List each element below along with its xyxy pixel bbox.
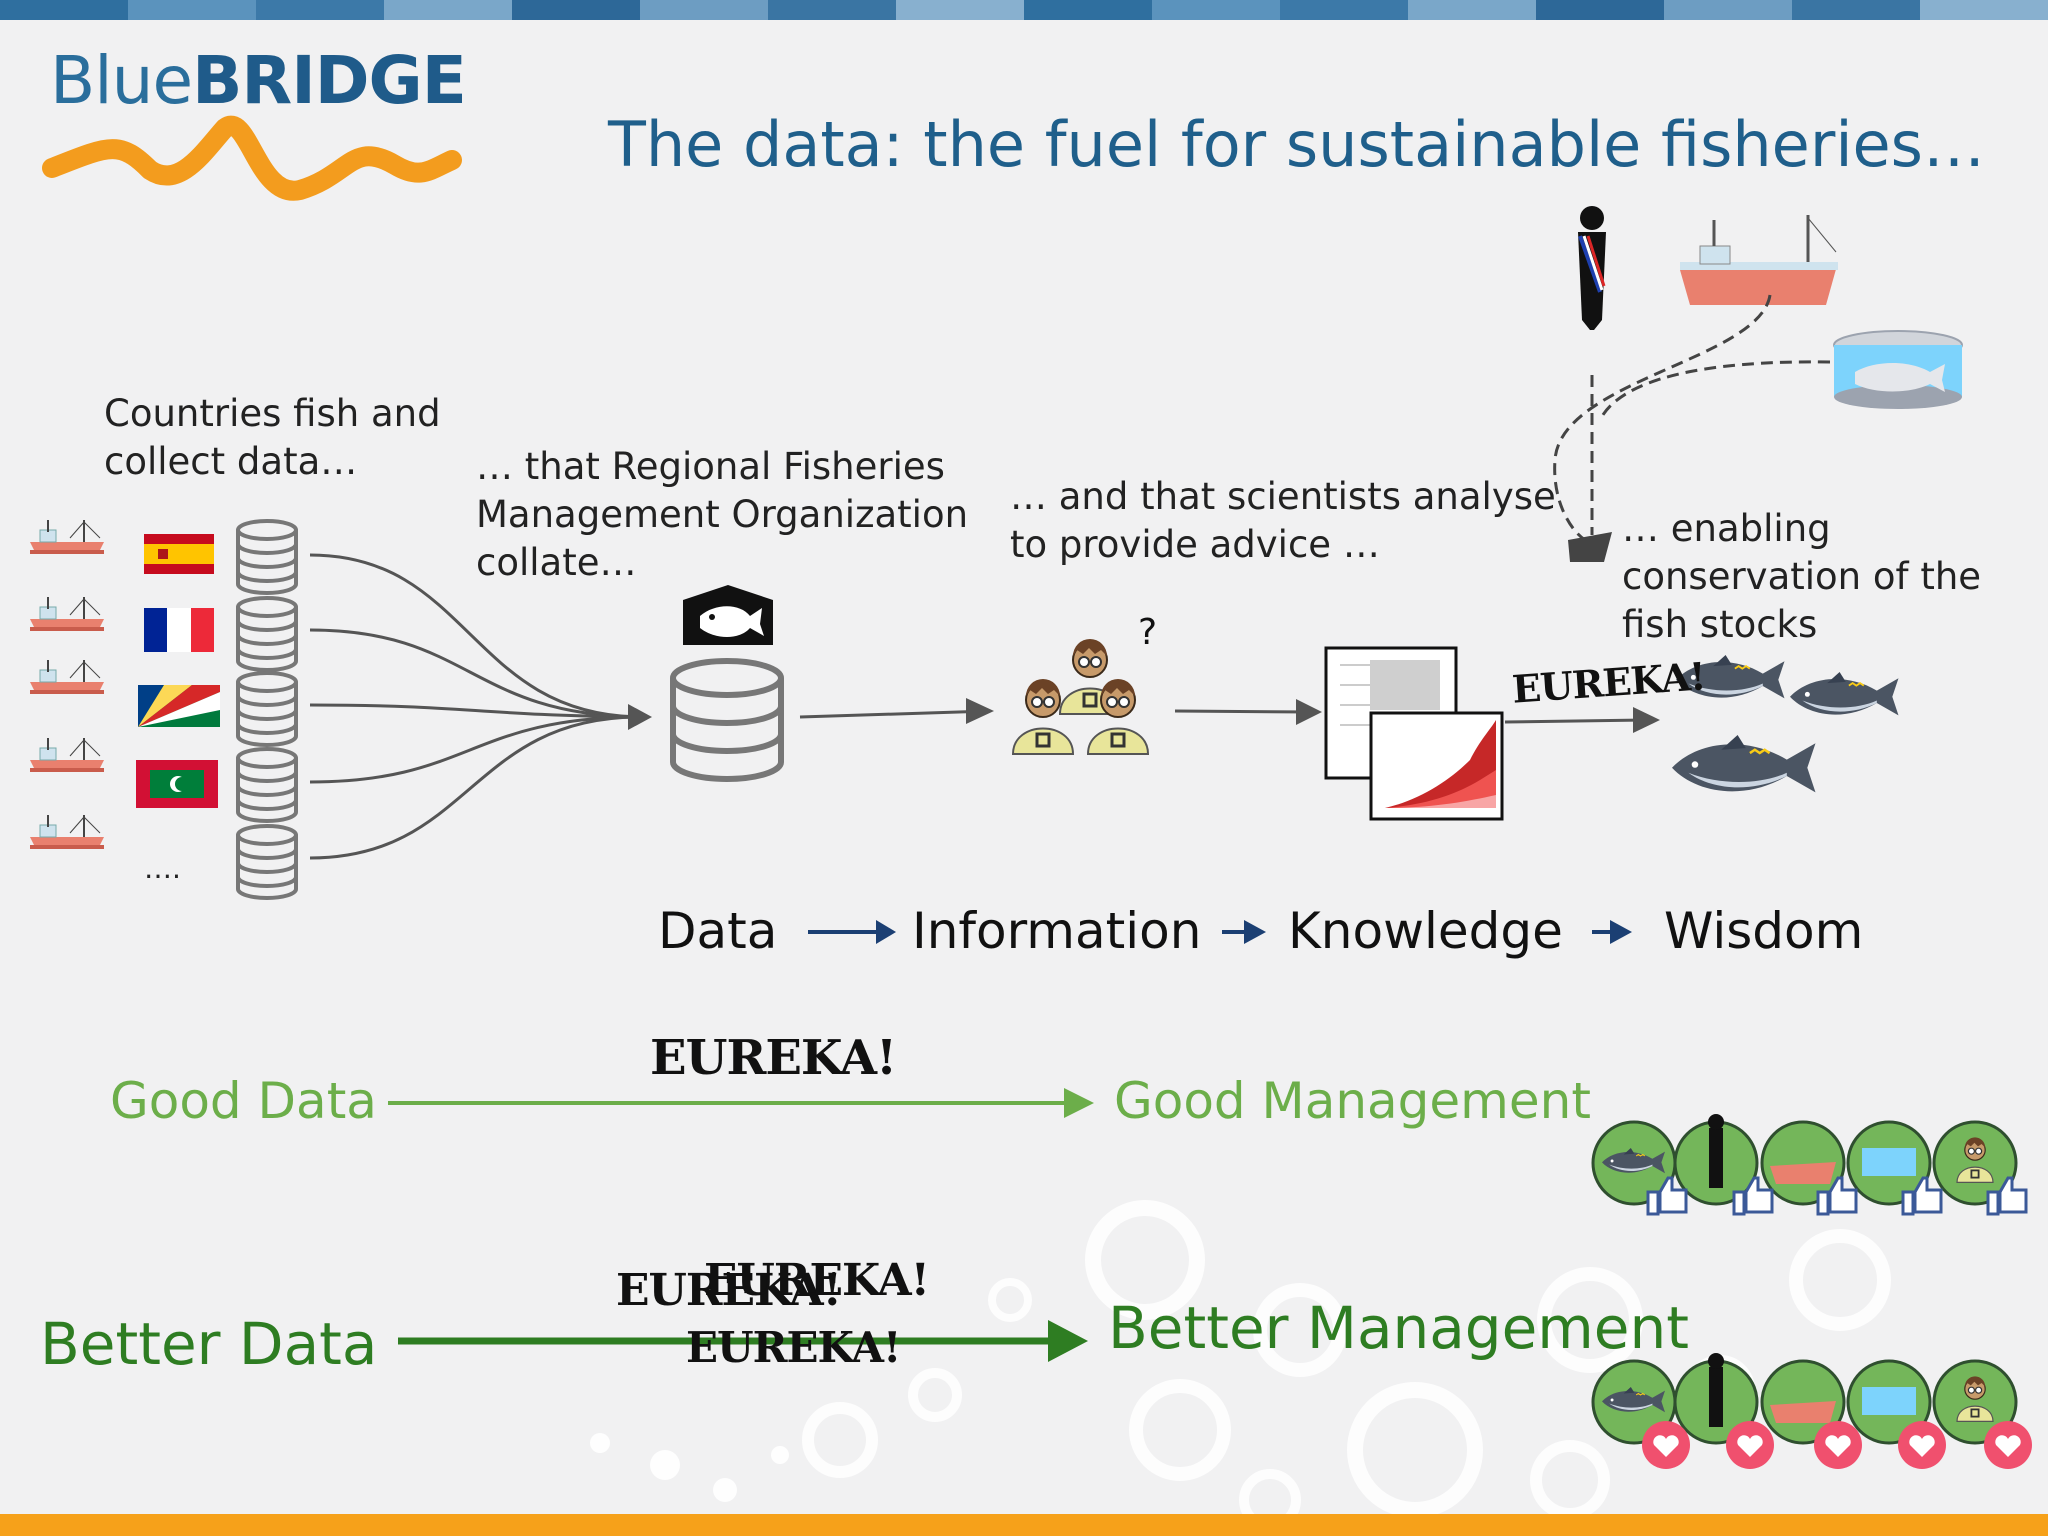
top-bar <box>0 0 2048 20</box>
collate-arrowhead <box>628 704 652 730</box>
country-databases <box>236 519 298 900</box>
dashed-arrowhead <box>1568 532 1612 562</box>
dashed-links <box>1553 294 1831 542</box>
arrow-to-charts <box>1174 709 1311 714</box>
better-data-label: Better Data <box>40 1310 378 1378</box>
logo-wave <box>42 115 462 201</box>
chart-icon <box>1324 646 1504 821</box>
rfmo-database-icon <box>670 658 784 782</box>
question-mark: ? <box>1138 612 1158 653</box>
thumbs-up-icon <box>1646 1176 2028 1216</box>
tuna-icon <box>1670 654 1900 794</box>
dikw-arrow-3 <box>1610 920 1632 944</box>
caption-countries: Countries fish and collect data… <box>104 392 441 483</box>
maldives-flag-icon <box>136 760 218 808</box>
bluebridge-logo: BlueBRIDGE <box>50 42 467 119</box>
tuna-can-icon <box>1833 330 1963 409</box>
dikw-knowledge: Knowledge <box>1288 902 1563 960</box>
arrow-to-fish <box>1504 718 1646 724</box>
fish-house-icon <box>683 585 773 645</box>
france-flag-icon <box>144 608 214 652</box>
eureka-stamp-better-3: EUREKA! <box>686 1323 901 1372</box>
more-countries-ellipsis: …. <box>144 852 181 885</box>
heart-icon <box>1642 1421 2032 1469</box>
better-reactions <box>1591 1353 2032 1469</box>
arrow-to-scientists <box>799 709 991 719</box>
official-icon <box>1578 206 1606 330</box>
caption-rfmo: … that Regional Fisheries Management Org… <box>476 445 969 584</box>
eureka-stamp-good: EUREKA! <box>650 1030 897 1086</box>
better-arrowhead <box>1048 1320 1088 1362</box>
logo-part-2: BRIDGE <box>192 42 467 119</box>
page-title: The data: the fuel for sustainable fishe… <box>608 108 1985 181</box>
boats-column <box>29 519 105 850</box>
seychelles-flag-icon <box>138 685 220 727</box>
spain-flag-icon <box>144 534 214 574</box>
bottom-bar <box>0 1514 2048 1536</box>
eureka-stamp-better-1: EUREKA! <box>616 1265 842 1316</box>
dikw-arrow-2 <box>1244 920 1266 944</box>
logo-part-1: Blue <box>50 42 193 119</box>
good-reactions <box>1591 1114 2028 1216</box>
caption-conservation: … enabling conservation of the fish stoc… <box>1622 507 1982 646</box>
dikw-arrow-1 <box>876 920 896 944</box>
caption-scientists: … and that scientists analyse to provide… <box>1010 475 1556 566</box>
good-arrowhead <box>1064 1088 1094 1118</box>
dikw-wisdom: Wisdom <box>1664 902 1864 960</box>
good-management-label: Good Management <box>1114 1072 1591 1130</box>
better-management-label: Better Management <box>1108 1294 1689 1362</box>
fishing-vessel-icon <box>1680 215 1838 305</box>
collate-curves <box>309 553 641 860</box>
dikw-data: Data <box>658 902 778 960</box>
good-data-label: Good Data <box>110 1072 377 1130</box>
dikw-information: Information <box>912 902 1202 960</box>
eureka-stamp-better-2: EUREKA! <box>704 1255 930 1306</box>
scientists-icon <box>1011 637 1150 756</box>
